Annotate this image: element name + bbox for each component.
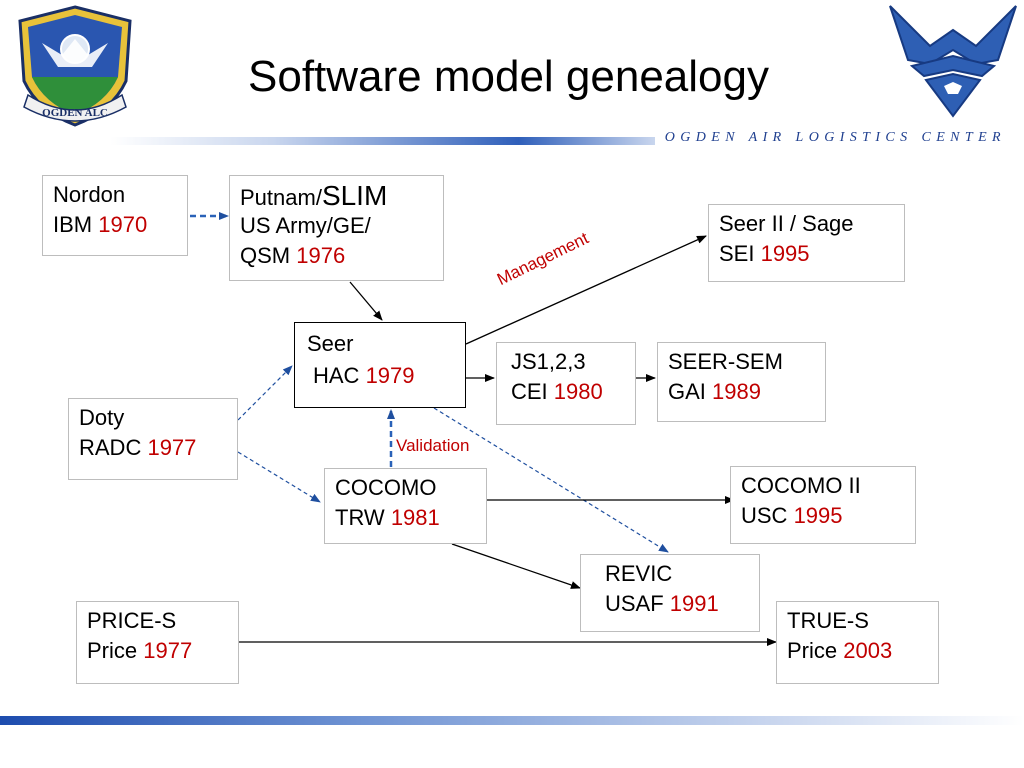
node-seer-sem: SEER-SEM GAI 1989	[657, 342, 826, 422]
node-cocomo-ii: COCOMO II USC 1995	[730, 466, 916, 544]
node-js: JS1,2,3 CEI 1980	[496, 342, 636, 425]
node-doty-year: 1977	[147, 435, 197, 460]
node-nordon-name: Nordon	[53, 182, 126, 207]
node-true-s: TRUE-S Price 2003	[776, 601, 939, 684]
emblem-text: OGDEN ALC	[42, 107, 108, 119]
footer-divider	[0, 716, 1024, 725]
node-seer-org: HAC	[313, 363, 366, 388]
node-cocomo-org: TRW	[335, 505, 391, 530]
node-nordon-year: 1970	[98, 212, 148, 237]
slide-title: Software model genealogy	[248, 52, 769, 101]
edge-seer-revic	[433, 407, 669, 553]
air-force-symbol-icon	[889, 5, 1017, 118]
node-trues-year: 2003	[843, 638, 893, 663]
node-cocomo2-org: USC	[741, 503, 794, 528]
node-doty-org: RADC	[79, 435, 148, 460]
node-cocomo-year: 1981	[390, 505, 440, 530]
edge-doty-seer	[237, 365, 293, 421]
node-prices-name: PRICE-S	[87, 608, 177, 633]
node-doty-name: Doty	[79, 405, 125, 430]
node-putnam-slim: SLIM	[321, 180, 388, 211]
ogden-alc-emblem: OGDEN ALC	[18, 5, 132, 127]
node-seer: Seer HAC 1979	[294, 322, 466, 408]
title-divider	[110, 137, 655, 145]
organization-subtitle: OGDEN AIR LOGISTICS CENTER	[664, 130, 1006, 145]
node-seer-ii-sage: Seer II / Sage SEI 1995	[708, 204, 905, 282]
node-js-year: 1980	[553, 379, 603, 404]
node-seer2-org: SEI	[719, 241, 761, 266]
node-trues-org: Price	[787, 638, 844, 663]
node-putnam-name: Putnam/	[240, 185, 322, 210]
node-js-name: JS1,2,3	[511, 349, 586, 374]
node-seersem-name: SEER-SEM	[668, 349, 783, 374]
edge-seer-seer2	[465, 235, 707, 345]
node-seer2-year: 1995	[760, 241, 810, 266]
edge-label-validation: Validation	[396, 436, 470, 455]
node-price-s: PRICE-S Price 1977	[76, 601, 239, 684]
node-revic: REVIC USAF 1991	[580, 554, 760, 632]
node-cocomo2-name: COCOMO II	[741, 473, 861, 498]
node-revic-year: 1991	[669, 591, 719, 616]
node-putnam-year: 1976	[296, 243, 346, 268]
node-js-org: CEI	[511, 379, 554, 404]
node-revic-org: USAF	[605, 591, 670, 616]
edge-putnam-seer	[349, 281, 383, 321]
node-revic-name: REVIC	[605, 561, 673, 586]
edge-doty-cocomo	[237, 451, 321, 503]
node-prices-org: Price	[87, 638, 144, 663]
node-putnam-org: US Army/GE/	[240, 213, 371, 238]
node-putnam: Putnam/SLIM US Army/GE/ QSM 1976	[229, 175, 444, 281]
node-seer-year: 1979	[365, 363, 415, 388]
node-putnam-qsm: QSM	[240, 243, 297, 268]
edge-cocomo-revic	[451, 543, 581, 589]
node-trues-name: TRUE-S	[787, 608, 869, 633]
node-seersem-year: 1989	[712, 379, 761, 404]
node-seer2-name: Seer II / Sage	[719, 211, 854, 236]
node-cocomo2-year: 1995	[793, 503, 843, 528]
node-seersem-org: GAI	[668, 379, 713, 404]
node-nordon-org: IBM	[53, 212, 99, 237]
node-doty: Doty RADC 1977	[68, 398, 238, 480]
node-nordon: Nordon IBM 1970	[42, 175, 188, 256]
node-prices-year: 1977	[143, 638, 193, 663]
node-cocomo-name: COCOMO	[335, 475, 437, 500]
node-cocomo: COCOMO TRW 1981	[324, 468, 487, 544]
node-seer-name: Seer	[307, 331, 354, 356]
